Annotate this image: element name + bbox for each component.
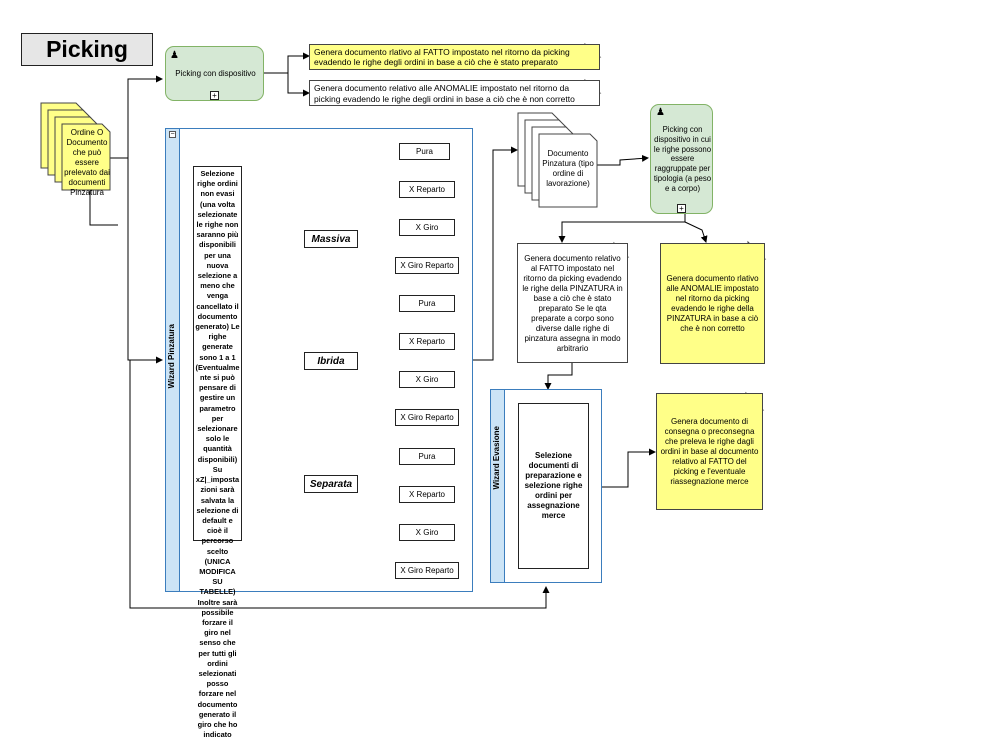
note-fatto-pinzatura: Genera documento relativo al FATTO impos… <box>517 243 628 363</box>
option-x-giro[interactable]: X Giro <box>399 219 455 236</box>
picking-grouped-label: Picking con dispositivo in cui le righe … <box>653 125 712 193</box>
wizard-pinzatura-label: Wizard Pinzatura <box>167 324 176 389</box>
picking-grouped-task[interactable]: ♟ Picking con dispositivo in cui le righ… <box>650 104 713 214</box>
expand-icon[interactable]: + <box>677 204 686 213</box>
note-anomalie: Genera documento relativo alle ANOMALIE … <box>309 80 600 106</box>
user-icon: ♟ <box>656 107 665 118</box>
option-x-giro-reparto[interactable]: X Giro Reparto <box>395 409 459 426</box>
page-title: Picking <box>21 33 153 66</box>
option-x-giro-reparto[interactable]: X Giro Reparto <box>395 257 459 274</box>
option-pura[interactable]: Pura <box>399 295 455 312</box>
picking-device-task[interactable]: ♟ Picking con dispositivo + <box>165 46 264 101</box>
source-document: Ordine O Documento che può essere prelev… <box>64 128 110 197</box>
wizard-evasione-label: Wizard Evasione <box>492 426 501 490</box>
expand-icon[interactable]: + <box>210 91 219 100</box>
option-x-giro-reparto[interactable]: X Giro Reparto <box>395 562 459 579</box>
mode-separata[interactable]: Separata <box>304 475 358 493</box>
option-x-giro[interactable]: X Giro <box>399 371 455 388</box>
wizard-pinzatura-header: − Wizard Pinzatura <box>166 129 180 591</box>
mode-ibrida[interactable]: Ibrida <box>304 352 358 370</box>
selection-description: Selezione righe ordini non evasi (una vo… <box>193 166 242 739</box>
wizard-evasione-header: Wizard Evasione <box>491 390 505 582</box>
picking-device-label: Picking con dispositivo <box>175 69 256 78</box>
mode-massiva[interactable]: Massiva <box>304 230 358 248</box>
note-consegna: Genera documento di consegna o preconseg… <box>656 393 763 510</box>
option-x-reparto[interactable]: X Reparto <box>399 181 455 198</box>
user-icon: ♟ <box>170 50 179 61</box>
note-anomalie-pinzatura: Genera documento rlativo alle ANOMALIE i… <box>660 243 765 364</box>
option-x-reparto[interactable]: X Reparto <box>399 486 455 503</box>
option-pura[interactable]: Pura <box>399 143 450 160</box>
option-x-reparto[interactable]: X Reparto <box>399 333 455 350</box>
doc-pinzatura: Documento Pinzatura (tipo ordine di lavo… <box>542 149 594 188</box>
option-pura[interactable]: Pura <box>399 448 455 465</box>
note-fatto: Genera documento rlativo al FATTO impost… <box>309 44 600 70</box>
selezione-documenti-box: Selezione documenti di preparazione e se… <box>518 403 589 569</box>
collapse-icon[interactable]: − <box>169 131 176 138</box>
option-x-giro[interactable]: X Giro <box>399 524 455 541</box>
